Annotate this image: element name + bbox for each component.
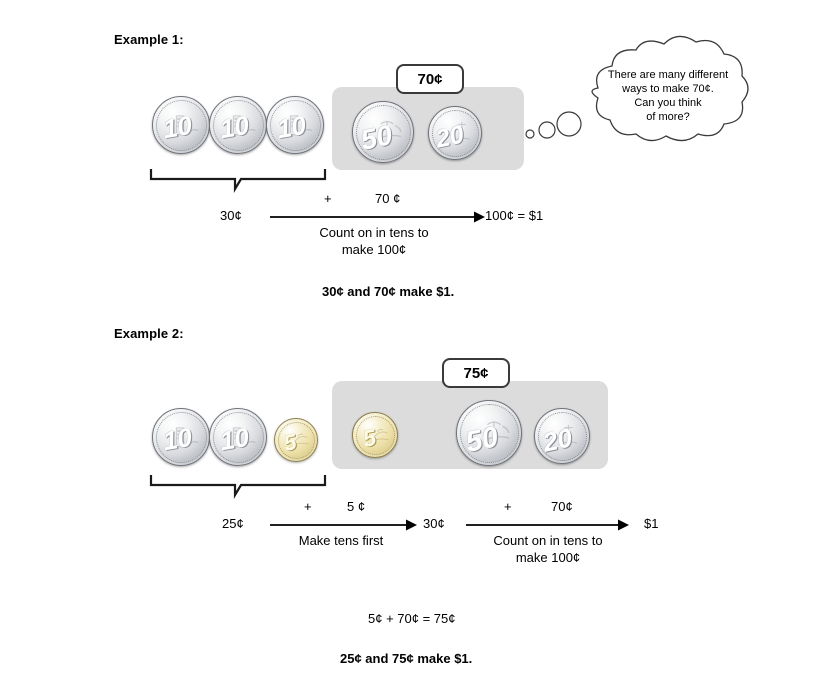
coin-50c: 50 (352, 101, 414, 163)
coin-motif-icon (368, 423, 391, 448)
coin-motif-icon (229, 421, 258, 452)
example-1-brace (148, 166, 328, 193)
coin-rim (459, 403, 519, 463)
coin-face: 10 (266, 96, 324, 154)
coin-denomination: 10 (274, 109, 308, 145)
coin-motif-icon (479, 415, 512, 451)
coin-motif-icon (229, 109, 258, 140)
coin-10c: 10 (152, 408, 210, 466)
coin-face: 10 (152, 96, 210, 154)
coin-rim (431, 109, 479, 157)
coin-rim (155, 411, 207, 463)
coin-motif-icon (447, 118, 474, 147)
coin-face: 10 (209, 408, 267, 466)
arrow-amount-label: 70 ¢ (375, 191, 401, 206)
arrow-start-label: 25¢ (222, 516, 244, 531)
coin-denomination: 10 (217, 421, 251, 457)
coin-face: 10 (209, 96, 267, 154)
coin-rim (355, 104, 411, 160)
coin-rim (155, 99, 207, 151)
coin-motif-icon (289, 428, 311, 452)
arrow-plus-sign: + (304, 499, 312, 514)
coin-50c: 50 (456, 400, 522, 466)
coin-denomination: 10 (160, 109, 194, 145)
coin-denomination: 50 (358, 119, 396, 156)
coin-face: 5 (274, 418, 318, 462)
example-2-equation: 5¢ + 70¢ = 75¢ (368, 611, 456, 626)
thought-bubble: There are many different ways to make 70… (564, 35, 772, 164)
coin-20c: 20 (428, 106, 482, 160)
coin-face: 10 (152, 408, 210, 466)
arrow-midpoint-label: 30¢ (423, 516, 445, 531)
arrow-amount-label: 5 ¢ (347, 499, 366, 514)
coin-rim (269, 99, 321, 151)
example-1-conclusion: 30¢ and 70¢ make $1. (322, 284, 455, 299)
example-2-heading: Example 2: (114, 326, 184, 341)
coin-rim (212, 411, 264, 463)
example-1-heading: Example 1: (114, 32, 184, 47)
coin-rim (355, 415, 395, 455)
coin-motif-icon (373, 115, 404, 149)
arrow-method-label: Make tens first (298, 533, 384, 548)
thought-bubble-trail (524, 111, 584, 154)
example-2-conclusion: 25¢ and 75¢ make $1. (340, 651, 473, 666)
coin-face: 20 (534, 408, 590, 464)
example-1-left-coin-group: 10 10 10 (152, 96, 324, 158)
coin-denomination: 20 (433, 119, 467, 154)
coin-motif-icon (172, 421, 201, 452)
coin-rim (212, 99, 264, 151)
coin-10c: 10 (209, 408, 267, 466)
arrow-method-label: Count on in tens to make 100¢ (319, 225, 429, 257)
arrow-plus-sign: + (504, 499, 512, 514)
coin-10c: 10 (152, 96, 210, 154)
arrow-method-label: Count on in tens to make 100¢ (493, 533, 603, 565)
coin-denomination: 10 (160, 421, 194, 457)
coin-rim (537, 411, 587, 461)
coin-face: 20 (428, 106, 482, 160)
example-1-value-tag: 70¢ (396, 64, 464, 94)
arrow-start-label: 30¢ (220, 208, 242, 223)
example-2-value-tag: 75¢ (442, 358, 510, 388)
coin-rim (277, 421, 315, 459)
coin-face: 5 (352, 412, 398, 458)
coin-10c: 10 (266, 96, 324, 154)
arrow-end-label: 100¢ = $1 (485, 208, 544, 223)
arrow-plus-sign: + (324, 191, 332, 206)
coin-motif-icon (553, 421, 581, 451)
coin-denomination: 10 (217, 109, 251, 145)
example-2-left-coin-group: 10 10 5 (152, 408, 324, 470)
coin-denomination: 50 (462, 420, 501, 459)
coin-motif-icon (172, 109, 201, 140)
arrow-amount-label: 70¢ (551, 499, 573, 514)
example-1-arrow-diagram: 30¢ + 70 ¢ Count on in tens to make 100¢… (214, 191, 574, 257)
coin-motif-icon (286, 109, 315, 140)
example-2-brace (148, 472, 328, 499)
coin-denomination: 20 (539, 422, 575, 458)
example-2-arrow-diagram: 25¢ + 5 ¢ Make tens first 30¢ + 70¢ Coun… (214, 498, 674, 578)
coin-20c: 20 (534, 408, 590, 464)
coin-5c: 5 (274, 418, 318, 462)
coin-face: 50 (352, 101, 414, 163)
coin-face: 50 (456, 400, 522, 466)
coin-10c: 10 (209, 96, 267, 154)
coin-5c: 5 (352, 412, 398, 458)
arrow-end-label: $1 (644, 516, 659, 531)
thought-bubble-text: There are many different ways to make 70… (607, 69, 729, 123)
